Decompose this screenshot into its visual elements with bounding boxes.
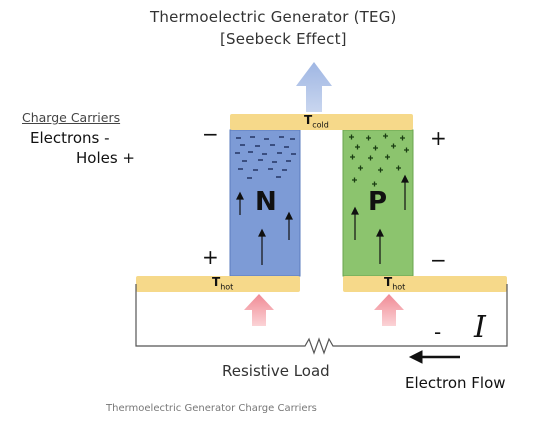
p-type-label: P [368, 187, 388, 217]
resistive-load-label: Resistive Load [222, 362, 330, 380]
heat-out-arrow [296, 62, 332, 112]
title-line-2: [Seebeck Effect] [220, 30, 347, 48]
p-type-semiconductor [342, 129, 414, 277]
p-top-plus-sign: + [430, 126, 447, 150]
hot-plate-left [136, 276, 300, 292]
cold-plate-label: Tcold [304, 113, 329, 130]
hole-markers [349, 133, 409, 187]
circuit-wire [135, 284, 508, 355]
heat-in-arrow-left [244, 294, 274, 326]
n-bottom-plus-sign: + [202, 245, 219, 269]
hot-plate-left-label: Thot [212, 275, 234, 292]
n-type-label: N [255, 187, 277, 217]
legend-heading: Charge Carriers [22, 110, 121, 125]
title-line-1: Thermoelectric Generator (TEG) [150, 8, 397, 26]
current-minus-sign: - [434, 320, 442, 344]
current-symbol: I [474, 310, 486, 345]
hot-plate-right-label: Thot [384, 275, 406, 292]
legend-electrons: Electrons - [30, 129, 110, 147]
electron-flow-arrow [408, 350, 460, 364]
electron-markers [235, 136, 296, 179]
p-carrier-arrows [351, 174, 409, 264]
n-top-minus-sign: − [202, 122, 219, 146]
hot-plate-right [343, 276, 507, 292]
legend-holes: Holes + [76, 149, 136, 167]
cold-plate [230, 114, 413, 130]
n-carrier-arrows [236, 191, 293, 265]
heat-in-arrow-right [374, 294, 404, 326]
electron-flow-label: Electron Flow [405, 374, 506, 392]
p-bottom-minus-sign: − [430, 248, 447, 272]
figure-caption: Thermoelectric Generator Charge Carriers [106, 403, 317, 414]
